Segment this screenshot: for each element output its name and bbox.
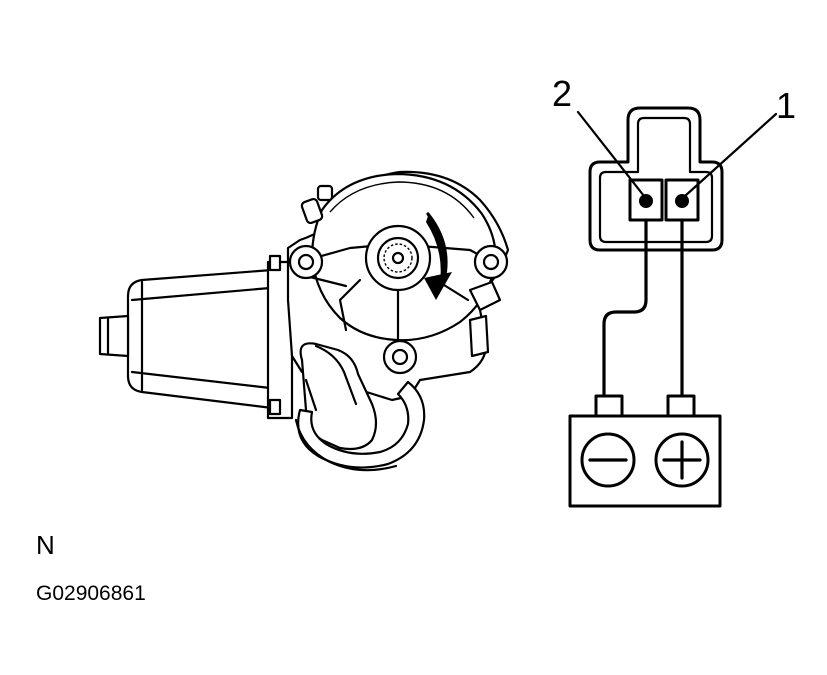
pin-1-label: 1 <box>776 85 796 126</box>
minus-icon <box>580 432 636 488</box>
battery-icon <box>568 394 722 508</box>
pin-1-leader <box>683 112 778 198</box>
rotation-arrow-icon <box>424 212 452 300</box>
pin-2-leader <box>576 110 646 198</box>
connector-icon <box>588 106 724 252</box>
plus-icon <box>654 432 710 488</box>
figure-code: G02906861 <box>36 582 146 605</box>
view-label: N <box>36 530 55 560</box>
pin-2-label: 2 <box>552 73 572 114</box>
wiring <box>602 218 684 400</box>
motor-icon <box>98 170 510 472</box>
